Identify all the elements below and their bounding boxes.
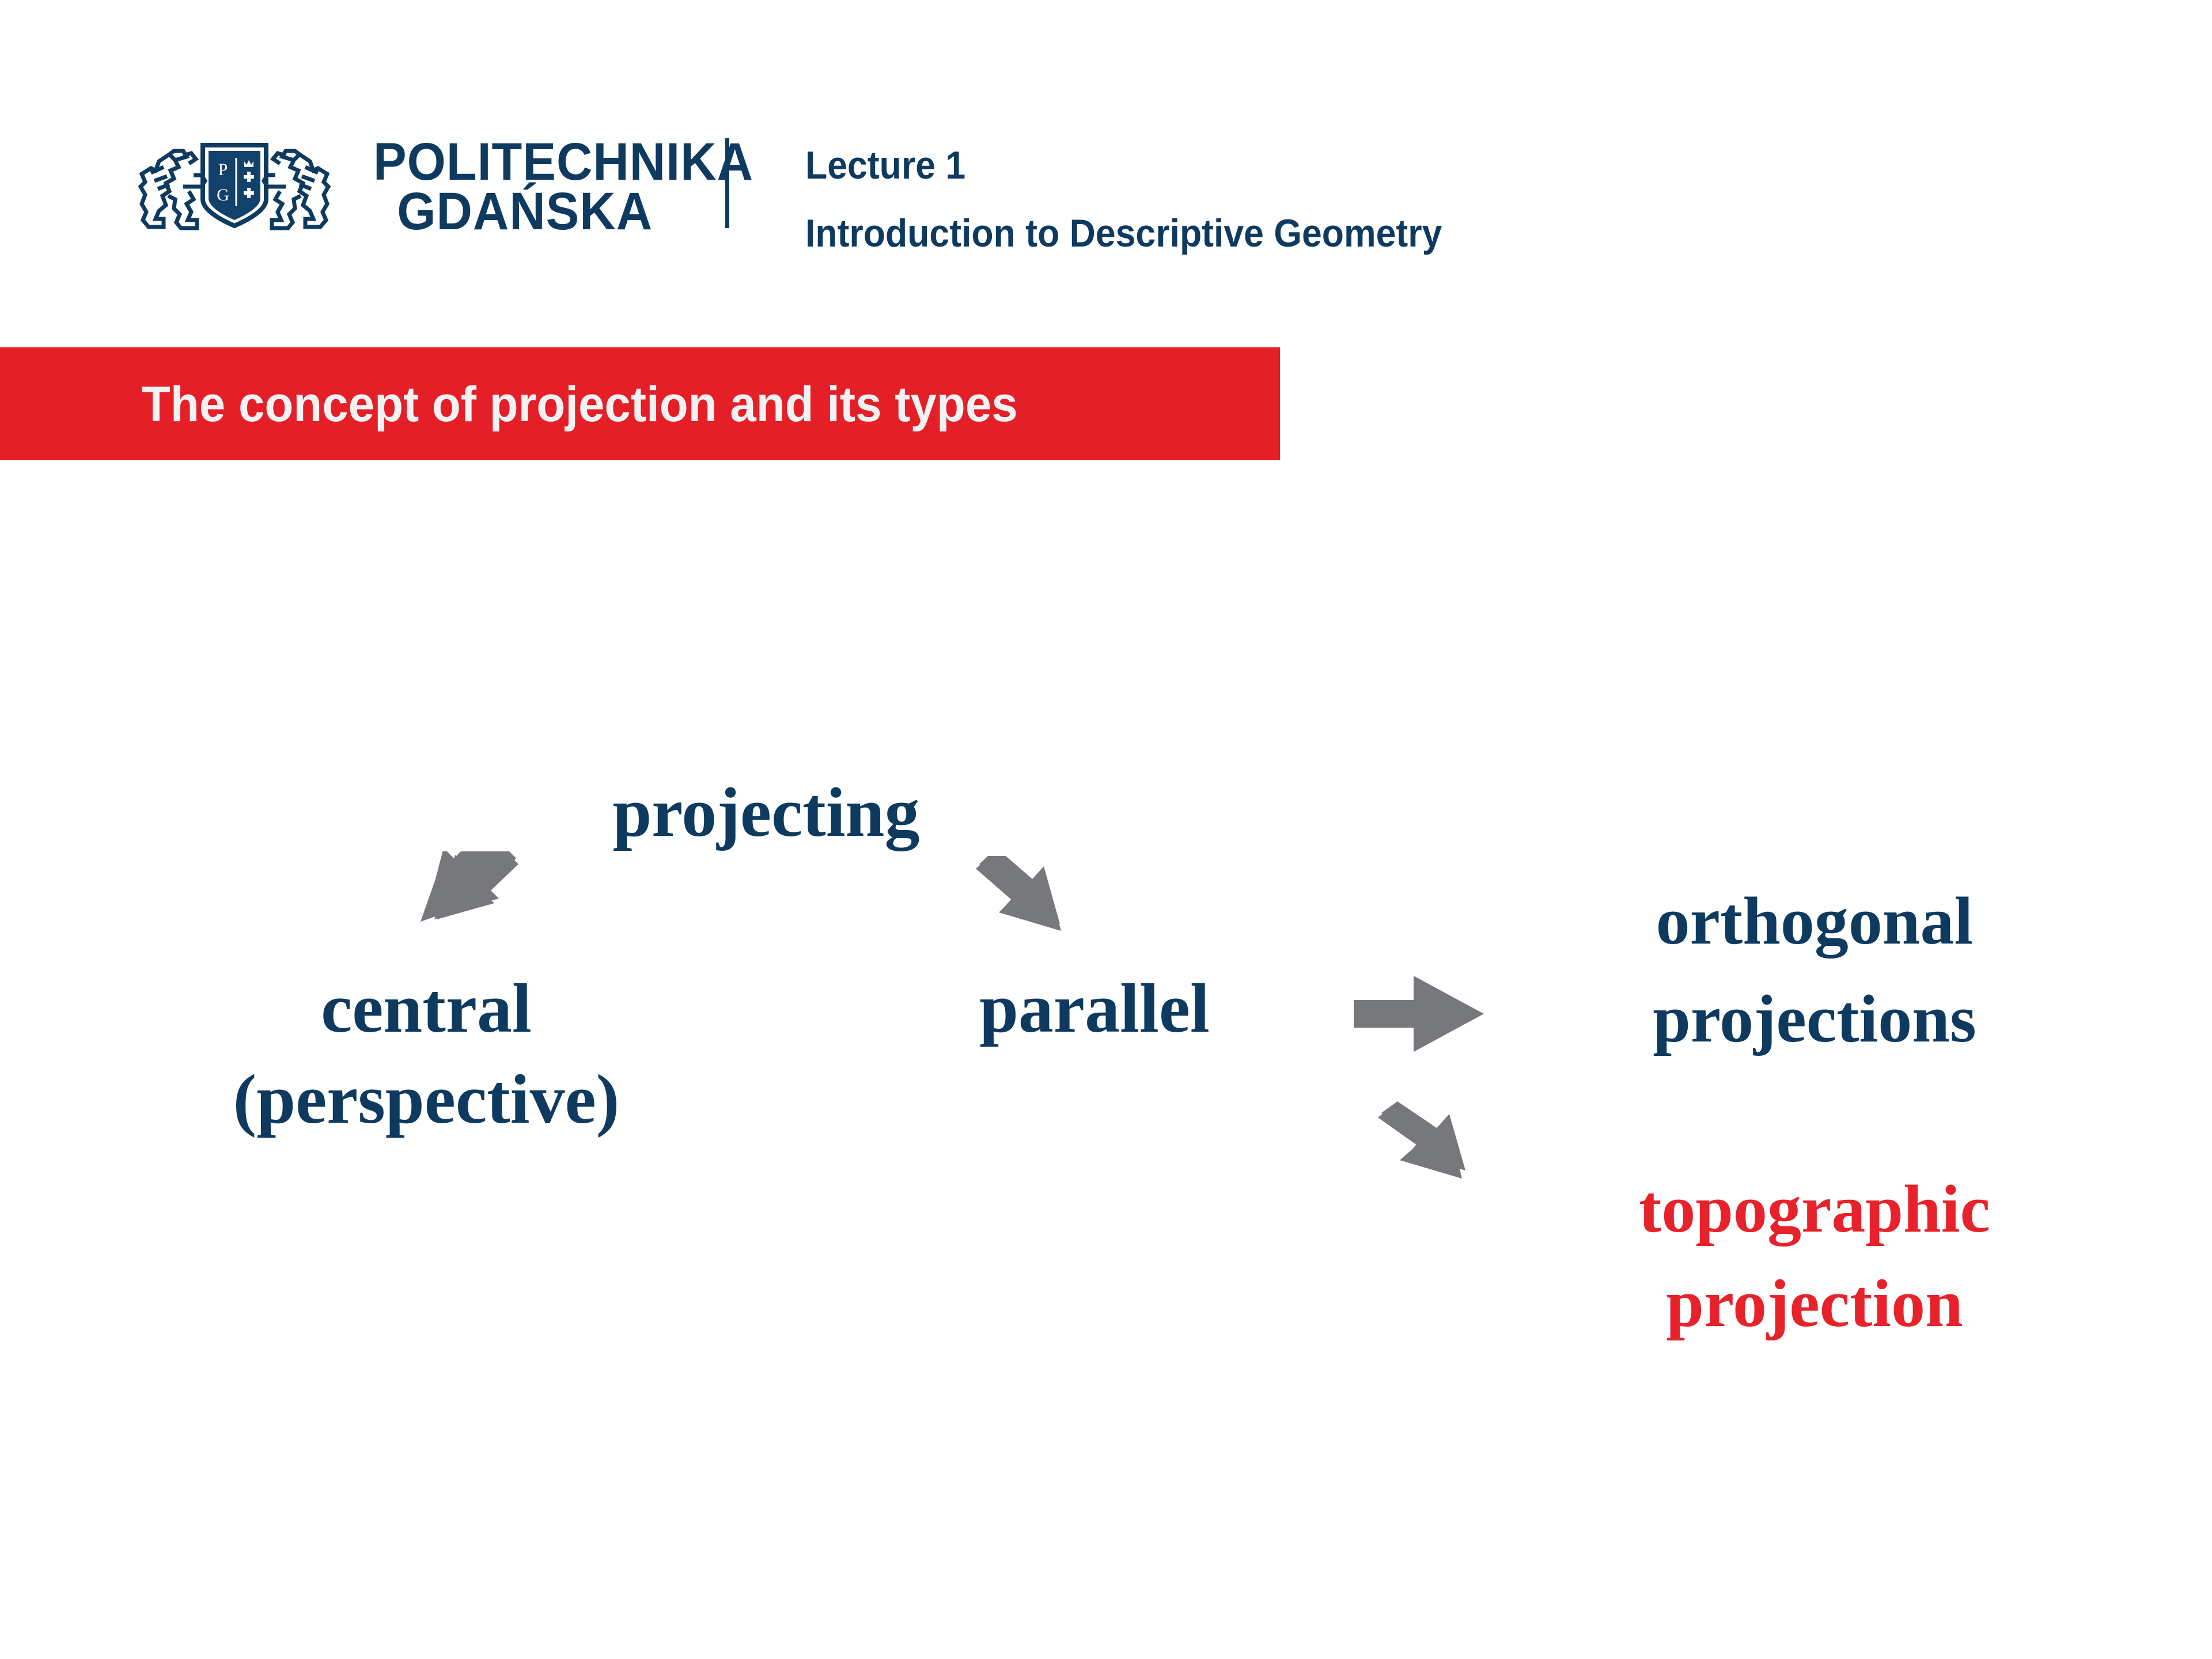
node-projecting-label: projecting bbox=[612, 774, 920, 851]
node-topographic-label-line-1: topographic bbox=[1639, 1171, 1990, 1247]
arrow-down-left-icon bbox=[414, 851, 518, 949]
diagram-node-parallel: parallel bbox=[916, 974, 1273, 1044]
section-title-text: The concept of projection and its types bbox=[142, 377, 1018, 432]
arrow-right-icon bbox=[1354, 975, 1484, 1053]
lecture-title: Introduction to Descriptive Geometry bbox=[805, 211, 1442, 255]
diagram-node-orthogonal-projections: orthogonal projections bbox=[1509, 887, 2120, 1053]
section-title-banner: The concept of projection and its types bbox=[0, 347, 1280, 460]
lecture-heading: Lecture 1 Introduction to Descriptive Ge… bbox=[805, 131, 2130, 267]
arrow-down-right-icon bbox=[974, 856, 1083, 959]
diagram-node-topographic-projection: topographic projection bbox=[1509, 1175, 2120, 1338]
slide-header: P G POLITECHNIKA GDAŃSKA Lecture 1 Intro… bbox=[0, 0, 2212, 300]
node-parallel-label: parallel bbox=[979, 969, 1210, 1047]
svg-text:P: P bbox=[218, 160, 228, 179]
svg-text:G: G bbox=[217, 185, 229, 204]
wordmark-line-2: GDAŃSKA bbox=[397, 182, 653, 241]
lecture-number: Lecture 1 bbox=[805, 143, 966, 187]
politechnika-gdanska-crest-icon: P G bbox=[134, 131, 335, 238]
node-topographic-label-line-2: projection bbox=[1666, 1266, 1963, 1341]
node-central-label-line-1: central bbox=[321, 969, 532, 1047]
node-central-label-line-2: (perspective) bbox=[233, 1060, 620, 1138]
node-orthogonal-label-line-1: orthogonal bbox=[1656, 883, 1974, 959]
header-divider bbox=[725, 138, 729, 228]
arrow-down-right-icon bbox=[1376, 1099, 1488, 1204]
diagram-node-projecting: projecting bbox=[547, 778, 985, 848]
node-orthogonal-label-line-2: projections bbox=[1653, 981, 1976, 1056]
diagram-node-central: central (perspective) bbox=[138, 974, 714, 1135]
